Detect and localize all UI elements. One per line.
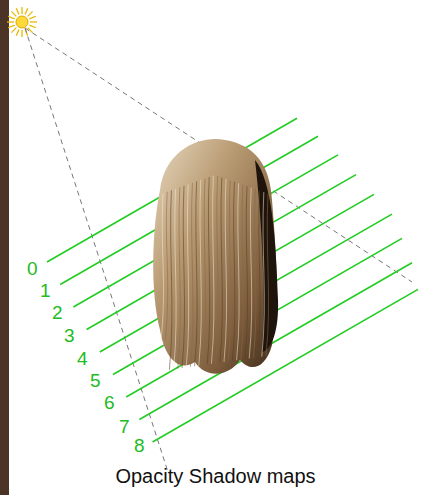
hair-strand [237, 183, 240, 360]
caption: Opacity Shadow maps [115, 465, 315, 487]
hair-strand [211, 176, 214, 364]
hair-strand [253, 189, 256, 358]
sun-ray [21, 30, 22, 37]
hair-strand [195, 181, 198, 366]
hair-strand [258, 191, 261, 358]
sun-ray [29, 25, 35, 28]
sun-ray [21, 7, 22, 14]
slice-number: 2 [52, 303, 63, 322]
sun-ray [7, 21, 14, 22]
slice-number: 6 [104, 393, 115, 412]
sun-ray [8, 16, 14, 19]
hair-strand [245, 186, 248, 359]
sun-disc [16, 16, 28, 28]
sun-ray [29, 16, 35, 19]
hair-strand [165, 192, 168, 341]
hair-strand [262, 192, 265, 357]
hair-strand [178, 187, 181, 368]
sun-ray [16, 8, 19, 14]
hair-strand [182, 186, 185, 368]
hair-strand [224, 179, 227, 362]
hair-strand [232, 182, 235, 361]
sun-ray [16, 29, 19, 35]
slice-number: 1 [40, 281, 51, 300]
hair-strand [190, 183, 193, 367]
sun-ray [11, 11, 16, 16]
hair-strand [203, 179, 206, 366]
slice-number: 5 [90, 371, 101, 390]
hair-strand [220, 177, 223, 362]
sun-ray [8, 25, 14, 28]
frustum-edge [25, 28, 168, 472]
hair-strand [228, 180, 231, 361]
light-frustum [25, 28, 412, 472]
slice-number: 8 [134, 436, 145, 455]
light-source [7, 7, 37, 37]
sun-ray [25, 8, 28, 14]
hair-strand [161, 193, 164, 341]
slice-planes [47, 118, 418, 442]
sun-ray [11, 28, 16, 33]
hair-strand [199, 180, 202, 366]
hair-strand [186, 184, 189, 367]
slice-number: 7 [119, 417, 130, 436]
hair-strand [207, 177, 210, 364]
hair-illustration [153, 139, 278, 374]
sun-ray [28, 11, 33, 16]
hair-shadow [255, 160, 278, 352]
sun-ray [30, 21, 37, 22]
hair-strand [266, 194, 269, 356]
hair-strand [169, 190, 172, 370]
slice-number: 0 [27, 259, 38, 278]
slice-number: 4 [77, 349, 88, 368]
slice-number: 3 [64, 326, 75, 345]
hair-strand [174, 189, 177, 369]
hair-strand [216, 176, 219, 363]
hair-strand [249, 188, 252, 359]
side-strip [0, 0, 9, 495]
hair-strand [241, 185, 244, 360]
